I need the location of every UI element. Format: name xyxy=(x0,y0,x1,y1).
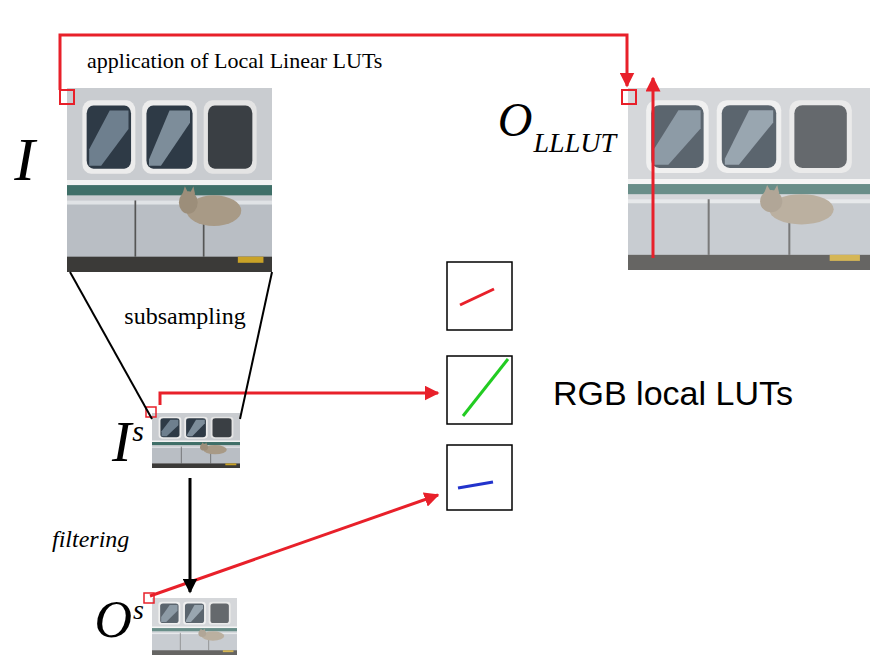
node-label: OLLLUT xyxy=(498,96,616,144)
symbol-label: I xyxy=(14,125,35,193)
connector xyxy=(70,272,272,419)
symbol-label: I xyxy=(112,409,131,474)
script-label: s xyxy=(132,414,144,447)
small-output-photo xyxy=(152,598,237,655)
connector xyxy=(60,35,627,90)
connector xyxy=(653,78,654,258)
node-label: Os xyxy=(95,594,144,646)
edge-label: subsampling xyxy=(122,303,247,329)
edge-label: application of Local Linear LUTs xyxy=(85,49,384,73)
lut-curve xyxy=(458,482,493,488)
lut-curve xyxy=(460,289,494,305)
lut-curve xyxy=(463,359,508,416)
image-node: I xyxy=(67,88,272,272)
symbol-label: O xyxy=(95,591,133,648)
lut-box xyxy=(447,262,512,330)
image-node: OLLLUT xyxy=(628,88,870,270)
small-input-photo xyxy=(152,413,240,468)
lut-box xyxy=(447,445,512,510)
connector xyxy=(190,478,191,592)
symbol-label: O xyxy=(498,93,533,146)
script-label: s xyxy=(133,594,144,625)
connector xyxy=(150,495,438,596)
image-node: Is xyxy=(152,413,240,468)
lut-group: RGB local LUTs xyxy=(440,258,850,513)
node-label: Is xyxy=(112,413,144,471)
image-node: Os xyxy=(152,598,237,655)
node-label: RGB local LUTs xyxy=(553,376,793,410)
script-label: LLLUT xyxy=(533,127,616,158)
input-photo xyxy=(67,88,272,272)
pixel-marker xyxy=(622,90,636,104)
symbol-label: RGB local LUTs xyxy=(553,374,793,412)
lut-box xyxy=(447,356,512,424)
edge-label: filtering xyxy=(50,526,131,552)
connector xyxy=(160,393,438,405)
pixel-marker xyxy=(60,90,74,104)
node-label: I xyxy=(14,128,35,190)
output-photo xyxy=(628,88,870,270)
